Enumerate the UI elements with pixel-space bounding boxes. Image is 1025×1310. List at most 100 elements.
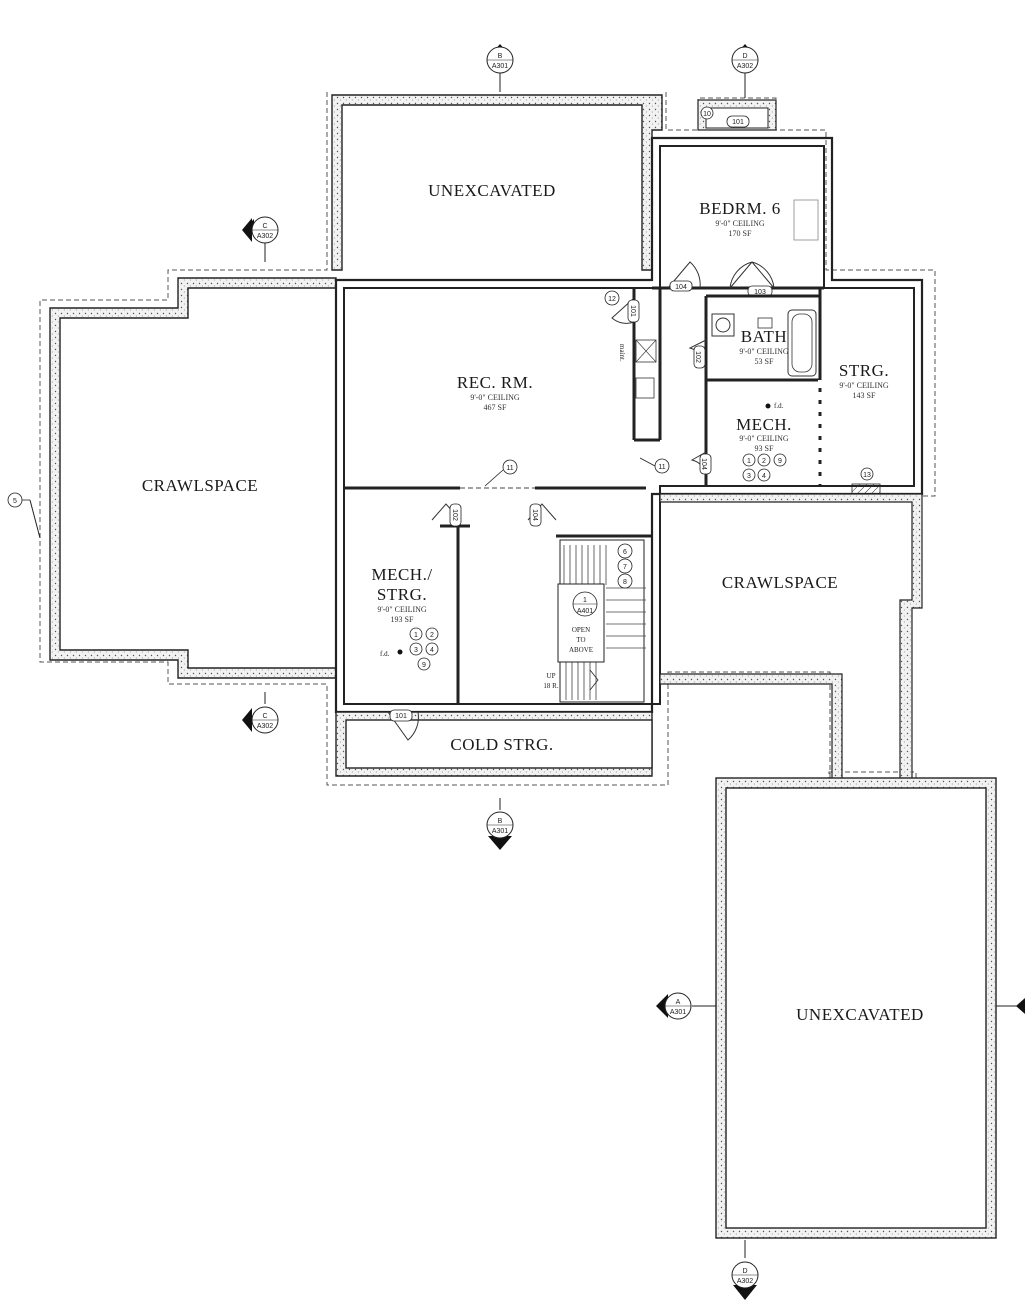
svg-text:1: 1 — [414, 632, 418, 639]
section-marker-top-d[interactable]: D A302 — [731, 44, 759, 98]
svg-text:2: 2 — [762, 458, 766, 465]
svg-text:5: 5 — [13, 498, 17, 505]
svg-text:102: 102 — [451, 509, 458, 521]
svg-text:A: A — [676, 999, 681, 1006]
svg-text:1: 1 — [583, 597, 587, 604]
mech-strg-label-2: STRG. — [377, 585, 427, 604]
svg-text:A301: A301 — [492, 828, 508, 835]
svg-text:7: 7 — [623, 564, 627, 571]
svg-text:A302: A302 — [257, 723, 273, 730]
keynote-5: 5 — [7, 492, 41, 539]
svg-text:104: 104 — [675, 284, 687, 291]
section-marker-left-c-upper[interactable]: C A302 — [242, 216, 279, 262]
svg-text:11: 11 — [658, 464, 665, 471]
svg-text:A301: A301 — [492, 63, 508, 70]
svg-text:101: 101 — [395, 713, 407, 720]
svg-text:3: 3 — [414, 647, 418, 654]
svg-text:maint.: maint. — [618, 344, 626, 362]
svg-text:102: 102 — [694, 351, 701, 363]
svg-text:1: 1 — [747, 458, 751, 465]
unexcavated-bottom-label: UNEXCAVATED — [796, 1005, 924, 1024]
svg-text:143 SF: 143 SF — [853, 391, 876, 400]
svg-text:A302: A302 — [737, 1278, 753, 1285]
window-well: 10 101 — [697, 99, 777, 131]
mech-storage-room: 102 104 MECH./ STRG. 9'-0" CEILING 193 S… — [371, 503, 557, 704]
mech-room: f.d. MECH. 9'-0" CEILING 93 SF 1 2 9 3 4… — [690, 402, 792, 482]
svg-text:B: B — [498, 53, 503, 60]
svg-text:9'-0" CEILING: 9'-0" CEILING — [839, 381, 889, 390]
svg-text:OPEN: OPEN — [572, 626, 590, 634]
svg-text:f.d.: f.d. — [774, 402, 784, 410]
svg-text:C: C — [262, 223, 267, 230]
svg-text:D: D — [742, 1268, 747, 1275]
storage-room: STRG. 9'-0" CEILING 143 SF 13 — [839, 361, 889, 495]
svg-text:103: 103 — [754, 289, 766, 296]
svg-text:9'-0" CEILING: 9'-0" CEILING — [470, 393, 520, 402]
svg-text:4: 4 — [762, 473, 766, 480]
section-marker-right-arrow — [996, 998, 1025, 1014]
section-marker-bottom-b[interactable]: B A301 — [486, 798, 514, 850]
svg-text:467 SF: 467 SF — [484, 403, 507, 412]
rec-room: maint. 12 101 REC. RM. 9'-0" CEILING 467… — [344, 288, 670, 491]
svg-text:170 SF: 170 SF — [729, 229, 752, 238]
rec-room-label: REC. RM. — [457, 373, 533, 392]
svg-text:9: 9 — [778, 458, 782, 465]
svg-text:A302: A302 — [737, 63, 753, 70]
cold-storage: COLD STRG. 101 — [335, 709, 653, 777]
svg-text:9'-0" CEILING: 9'-0" CEILING — [715, 219, 765, 228]
bath-label: BATH — [741, 327, 787, 346]
svg-text:10: 10 — [703, 111, 711, 118]
svg-text:11: 11 — [506, 465, 513, 472]
svg-text:f.d.: f.d. — [380, 650, 390, 658]
svg-text:9'-0" CEILING: 9'-0" CEILING — [739, 347, 789, 356]
svg-text:8: 8 — [623, 579, 627, 586]
svg-text:3: 3 — [747, 473, 751, 480]
section-marker-bottom-d[interactable]: D A302 — [731, 1240, 759, 1300]
svg-text:13: 13 — [863, 472, 871, 479]
svg-text:101: 101 — [732, 119, 744, 126]
svg-text:D: D — [742, 53, 747, 60]
cold-storage-label: COLD STRG. — [450, 735, 553, 754]
crawlspace-left-area: CRAWLSPACE — [49, 277, 337, 679]
crawlspace-left-label: CRAWLSPACE — [142, 476, 258, 495]
crawlspace-right-label: CRAWLSPACE — [722, 573, 838, 592]
svg-text:2: 2 — [430, 632, 434, 639]
section-marker-a[interactable]: A A301 — [656, 992, 716, 1020]
svg-text:104: 104 — [700, 458, 707, 470]
svg-text:104: 104 — [531, 509, 538, 521]
svg-text:4: 4 — [430, 647, 434, 654]
svg-text:A401: A401 — [577, 608, 593, 615]
svg-text:ABOVE: ABOVE — [569, 646, 593, 654]
bedroom-6: BEDRM. 6 9'-0" CEILING 170 SF 103 104 — [652, 199, 824, 297]
svg-text:UP: UP — [547, 672, 556, 680]
svg-text:9'-0" CEILING: 9'-0" CEILING — [377, 605, 427, 614]
main-basement-walls — [334, 136, 924, 714]
svg-text:12: 12 — [608, 296, 616, 303]
svg-text:93 SF: 93 SF — [755, 444, 774, 453]
mech-strg-label-1: MECH./ — [371, 565, 432, 584]
svg-text:A301: A301 — [670, 1009, 686, 1016]
svg-text:53 SF: 53 SF — [755, 357, 774, 366]
crawlspace-right-area: CRAWLSPACE — [659, 493, 923, 781]
storage-label: STRG. — [839, 361, 889, 380]
svg-text:18 R.: 18 R. — [543, 682, 558, 690]
stairs: 1 A401 OPEN TO ABOVE UP 18 R. 6 7 8 — [543, 534, 652, 703]
section-marker-top-b[interactable]: B A301 — [486, 44, 514, 92]
svg-text:B: B — [498, 818, 503, 825]
svg-text:A302: A302 — [257, 233, 273, 240]
section-marker-left-c-lower[interactable]: C A302 — [242, 692, 279, 734]
mech-label: MECH. — [736, 415, 792, 434]
svg-text:9'-0" CEILING: 9'-0" CEILING — [739, 434, 789, 443]
bathroom: BATH 9'-0" CEILING 53 SF 102 — [688, 309, 817, 377]
svg-text:193 SF: 193 SF — [391, 615, 414, 624]
svg-text:6: 6 — [623, 549, 627, 556]
bedroom-label: BEDRM. 6 — [699, 199, 780, 218]
unexcavated-bottom-area: UNEXCAVATED — [715, 777, 997, 1239]
svg-text:9: 9 — [422, 662, 426, 669]
svg-text:TO: TO — [576, 636, 585, 644]
unexcavated-top-label: UNEXCAVATED — [428, 181, 556, 200]
svg-text:C: C — [262, 713, 267, 720]
unexcavated-top-area: UNEXCAVATED — [331, 94, 663, 271]
svg-text:101: 101 — [629, 305, 636, 317]
